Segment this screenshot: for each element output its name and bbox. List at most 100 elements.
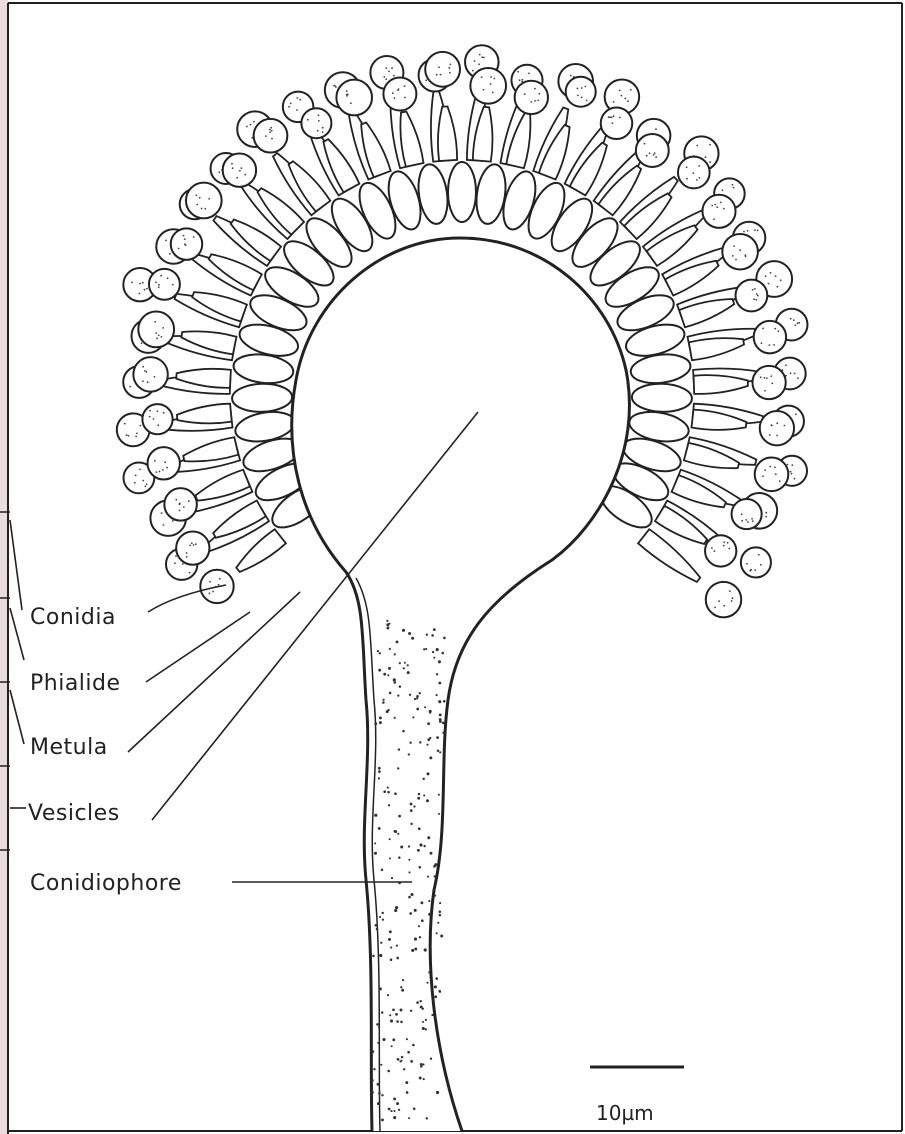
stipple-dot [426, 982, 428, 984]
conidium-dot [785, 364, 787, 366]
conidium-dot [787, 464, 789, 466]
stipple-dot [396, 945, 398, 947]
conidium-dot [182, 563, 184, 565]
conidium-dot [144, 370, 146, 372]
conidium-dot [392, 92, 394, 94]
conidium-dot [771, 424, 773, 426]
stipple-dot [429, 737, 431, 739]
conidium-dot [774, 328, 776, 330]
conidium-dot [714, 550, 716, 552]
conidium-dot [188, 500, 190, 502]
conidium-dot [162, 469, 164, 471]
conidium-dot [522, 79, 524, 81]
conidium-dot [519, 79, 521, 81]
stipple-dot [395, 906, 398, 909]
stipple-dot [397, 767, 399, 769]
conidium-dot [797, 322, 799, 324]
conidium-dot [776, 422, 778, 424]
conidium-dot [185, 244, 187, 246]
conidium-dot [746, 563, 748, 565]
conidium [133, 357, 167, 391]
conidium-dot [775, 275, 777, 277]
stipple-dot [391, 1045, 393, 1047]
conidium-dot [760, 376, 762, 378]
conidium-dot [795, 413, 797, 415]
metula-cell [232, 383, 293, 413]
stipple-dot [394, 717, 396, 719]
conidium-dot [696, 145, 698, 147]
conidium-dot [236, 177, 238, 179]
stipple-dot [388, 938, 391, 941]
conidium-dot [296, 109, 298, 111]
conidium-dot [186, 556, 188, 558]
conidium-dot [159, 471, 161, 473]
stipple-dot [418, 827, 421, 830]
stipple-dot [414, 948, 417, 951]
conidium-dot [752, 289, 754, 291]
stipple-dot [409, 694, 411, 696]
conidium-dot [528, 73, 530, 75]
conidium-dot [581, 97, 583, 99]
stipple-dot [430, 1058, 432, 1060]
stipple-dot [407, 671, 410, 674]
conidium-dot [723, 541, 725, 543]
stipple-dot [425, 1028, 427, 1030]
stipple-dot [414, 938, 417, 941]
conidium-dot [766, 377, 768, 379]
conidium-dot [195, 543, 197, 545]
stipple-dot [394, 830, 397, 833]
conidium-dot [199, 197, 201, 199]
conidium-dot [713, 218, 715, 220]
stipple-dot [437, 922, 439, 924]
conidium-dot [183, 506, 185, 508]
conidium-dot [186, 552, 188, 554]
stipple-dot [381, 869, 384, 872]
conidium-dot [770, 272, 772, 274]
stipple-dot [387, 787, 389, 789]
stipple-dot [388, 623, 390, 625]
conidium-dot [757, 295, 759, 297]
stipple-dot [401, 989, 404, 992]
conidium-dot [728, 548, 730, 550]
conidium-dot [517, 71, 519, 73]
conidium [176, 531, 209, 564]
conidium-dot [246, 126, 248, 128]
conidium-dot [621, 95, 623, 97]
stipple-dot [382, 918, 384, 920]
conidium [706, 582, 741, 617]
stipple-dot [423, 845, 425, 847]
stipple-dot [393, 678, 396, 681]
conidium-dot [156, 337, 158, 339]
stipple-dot [406, 1091, 409, 1094]
conidium-dot [534, 88, 536, 90]
stipple-dot [428, 971, 430, 973]
conidium-dot [758, 554, 760, 556]
conidium-dot [161, 336, 163, 338]
conidium-dot [155, 471, 157, 473]
conidium-dot [127, 435, 129, 437]
stipple-dot [408, 845, 410, 847]
conidium [732, 499, 762, 529]
conidium-dot [175, 555, 177, 557]
conidium-dot [630, 89, 632, 91]
stipple-dot [381, 1011, 383, 1013]
stipple-dot [427, 836, 430, 839]
stipple-dot [396, 640, 399, 643]
stipple-dot [387, 791, 390, 794]
stipple-dot [376, 1023, 379, 1026]
conidium-dot [739, 249, 741, 251]
conidium-dot [193, 544, 195, 546]
conidium-dot [191, 542, 193, 544]
conidium-dot [705, 156, 707, 158]
stipple-dot [426, 634, 428, 636]
stipple-dot [419, 1000, 421, 1002]
stipple-dot [374, 852, 377, 855]
stipple-dot [378, 669, 381, 672]
stipple-dot [387, 1070, 390, 1073]
conidium-dot [718, 600, 720, 602]
conidium-dot [147, 381, 149, 383]
conidium-dot [490, 76, 492, 78]
stipple-dot [419, 843, 422, 846]
conidium-dot [167, 277, 169, 279]
conidium-dot [699, 177, 701, 179]
